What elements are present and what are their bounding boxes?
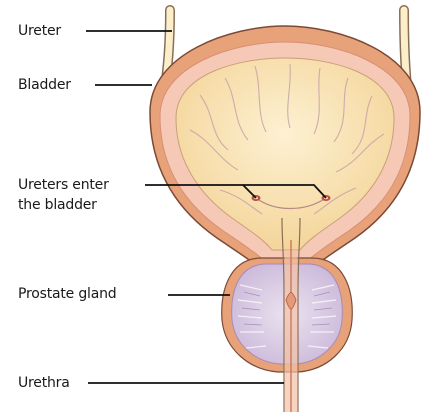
label-ureter: Ureter — [18, 22, 61, 40]
label-ureters-enter-line1: Ureters enter — [18, 176, 109, 194]
label-ureters-enter-line2: the bladder — [18, 196, 97, 214]
label-urethra: Urethra — [18, 374, 70, 392]
label-prostate-gland: Prostate gland — [18, 285, 116, 303]
label-bladder: Bladder — [18, 76, 71, 94]
